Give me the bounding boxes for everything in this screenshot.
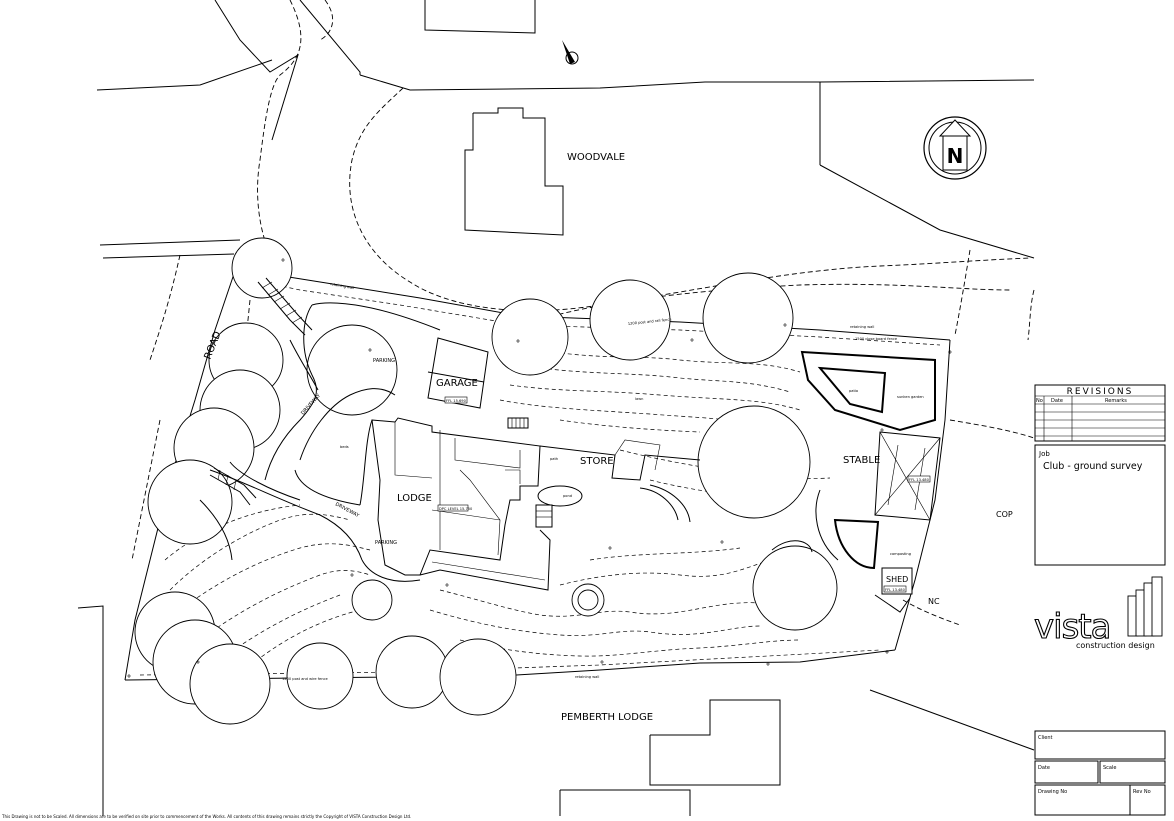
level-tag-shed: FFL 13.480 — [883, 585, 907, 593]
sunken-garden-outer — [800, 350, 936, 432]
parking-upper-label: PARKING — [373, 358, 395, 364]
store-outline — [539, 445, 701, 481]
job-box — [1034, 444, 1166, 566]
nc-label: NC — [928, 597, 940, 606]
spot-level-markers — [127, 258, 952, 678]
sunken-garden-inner — [817, 366, 887, 414]
steps-top — [257, 277, 313, 336]
store-label: STORE — [580, 456, 614, 467]
revisions-title: REVISIONS — [1067, 387, 1134, 397]
compass-icon — [562, 40, 579, 65]
job-value: Club - ground survey — [1043, 461, 1143, 472]
north-arrow-icon — [923, 116, 987, 180]
client-label: Client — [1038, 735, 1053, 741]
garage-label: GARAGE — [436, 378, 478, 389]
close-board-fence-label: 1500 close board fence — [855, 337, 898, 341]
cop-label: COP — [996, 510, 1013, 519]
dashed-boundaries — [131, 0, 1035, 626]
retaining-wall-right-label: retaining wall — [850, 325, 874, 329]
drawing-no-label: Drawing No — [1038, 789, 1067, 795]
spiral-stair — [639, 484, 691, 523]
svg-text:DPC LEVEL 15.750: DPC LEVEL 15.750 — [439, 507, 473, 511]
revisions-table — [1034, 384, 1166, 442]
patio-label: patio — [849, 389, 858, 393]
svg-text:FFL 15.690: FFL 15.690 — [446, 399, 467, 403]
revisions-col-date: Date — [1051, 398, 1063, 404]
north-arrow-letter: N — [947, 144, 964, 168]
lodge-outline — [371, 417, 541, 576]
date-label: Date — [1038, 765, 1050, 771]
steps-left — [209, 467, 257, 506]
pemberth-lodge-label: PEMBERTH LODGE — [561, 712, 653, 723]
beds-label: beds — [340, 445, 349, 449]
driveway — [199, 302, 441, 582]
path-label: path — [550, 457, 558, 461]
pond — [537, 485, 583, 507]
svg-text:FFL 13.480: FFL 13.480 — [885, 588, 906, 592]
post-wire-fence-label: 1200 post and wire fence — [282, 677, 329, 681]
footer-note: This Drawing is not to be Scaled. All di… — [1, 814, 411, 819]
composting-label: composting — [890, 552, 911, 556]
driveway-upper-label: DRIVEWAY — [300, 392, 323, 416]
garage-outline — [427, 337, 489, 409]
pond-label: pond — [563, 494, 572, 498]
trees — [134, 237, 838, 725]
revisions-col-remarks: Remarks — [1105, 398, 1127, 404]
level-tag-stable: FFL 13.480 — [907, 475, 931, 483]
woodvale-label: WOODVALE — [567, 152, 625, 163]
parking-lower-label: PARKING — [375, 540, 397, 546]
title-block — [1034, 730, 1166, 816]
woodvale-house-outline — [464, 107, 564, 236]
level-tag-garage: FFL 15.690 — [444, 396, 468, 404]
rev-no-label: Rev No — [1133, 789, 1151, 795]
sunken-garden-label: sunken garden — [897, 395, 924, 399]
level-tag-lodge: DPC LEVEL 15.750 — [437, 504, 473, 512]
vista-tagline: construction design — [1076, 641, 1155, 650]
svg-text:FFL 13.480: FFL 13.480 — [909, 478, 930, 482]
retaining-wall-bottom-label: retaining wall — [575, 675, 599, 679]
post-rail-fence-label: 1200 post and rail fence — [628, 317, 673, 326]
vista-logo-icon — [1127, 576, 1163, 637]
lawn-label: lawn — [635, 397, 643, 401]
context-lines — [77, 0, 1035, 816]
retaining-wall-top-label: retaining wall — [330, 282, 355, 290]
stable-label: STABLE — [843, 455, 880, 466]
patio-stairs — [507, 417, 553, 528]
job-label: Job — [1038, 450, 1050, 458]
stable-bed — [833, 518, 880, 570]
lodge-label: LODGE — [397, 493, 432, 504]
vista-logo-text: vista — [1034, 607, 1110, 647]
revisions-col-no: No — [1036, 398, 1043, 404]
shed-label: SHED — [886, 575, 908, 584]
scale-label: Scale — [1103, 765, 1116, 771]
